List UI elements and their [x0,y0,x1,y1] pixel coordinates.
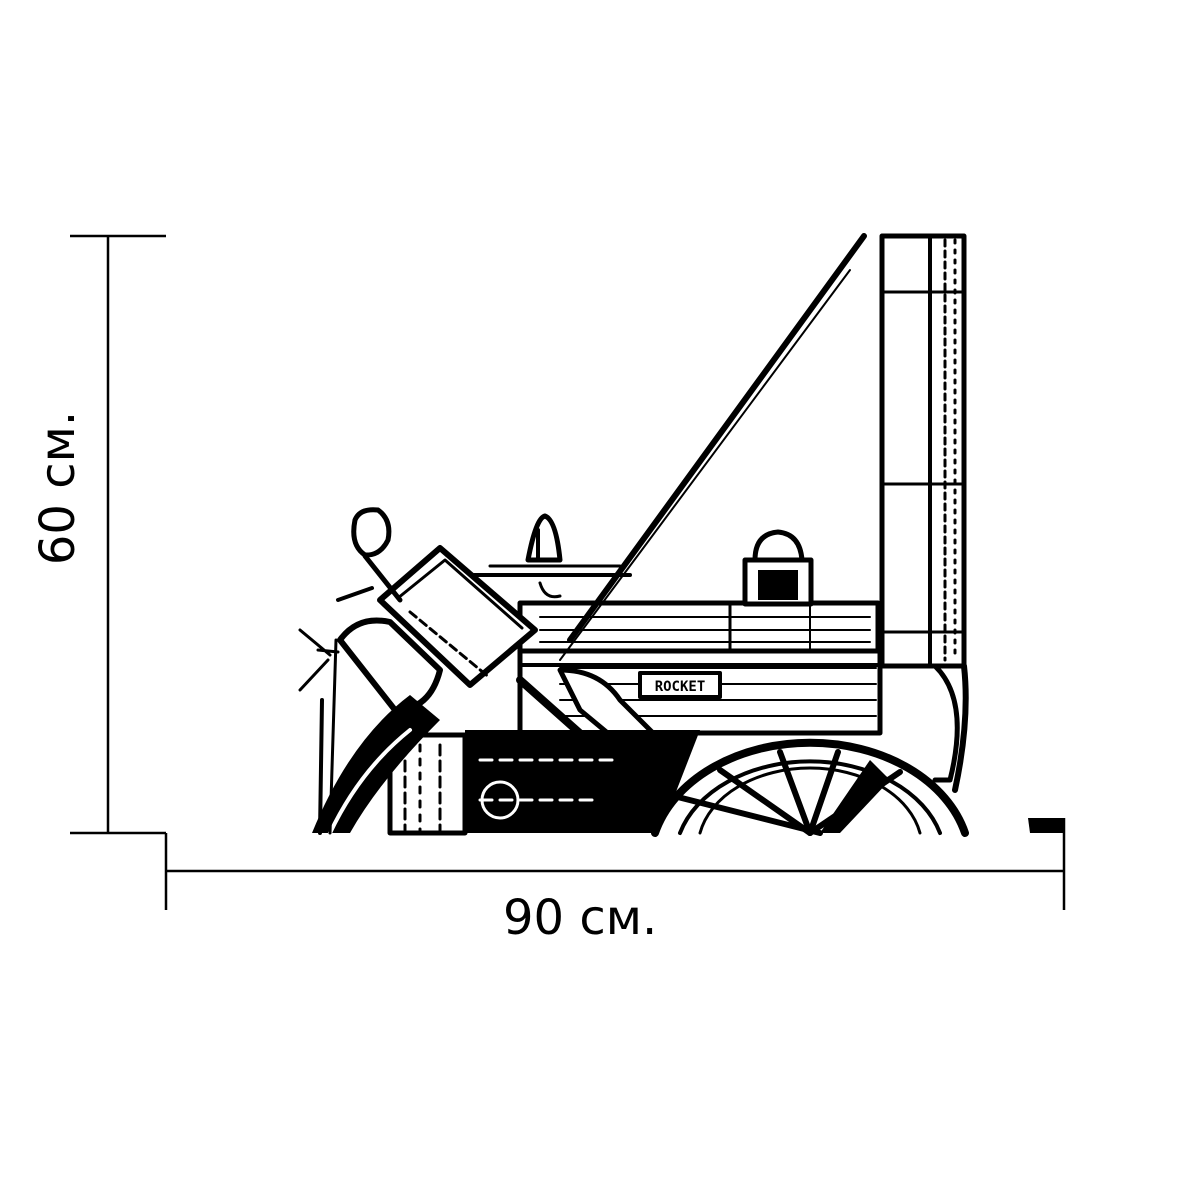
cylinder [298,507,538,713]
top-rail [468,564,632,577]
steam-dome [742,529,814,607]
front-frame [312,638,468,836]
name-plate [638,671,722,699]
buffer-block [1028,818,1064,833]
locomotive-illustration [298,233,1064,837]
boiler [517,600,883,736]
name-plate-text: ROCKET [655,679,706,695]
chimney [879,233,969,793]
height-label: 60 см. [30,410,86,566]
width-dimension-line [164,818,1066,910]
stay-rod [559,233,867,661]
height-dimension-line [70,234,166,835]
safety-valve [525,513,563,599]
undercarriage [465,730,700,833]
width-label: 90 см. [503,890,658,946]
driving-wheel [647,738,969,837]
